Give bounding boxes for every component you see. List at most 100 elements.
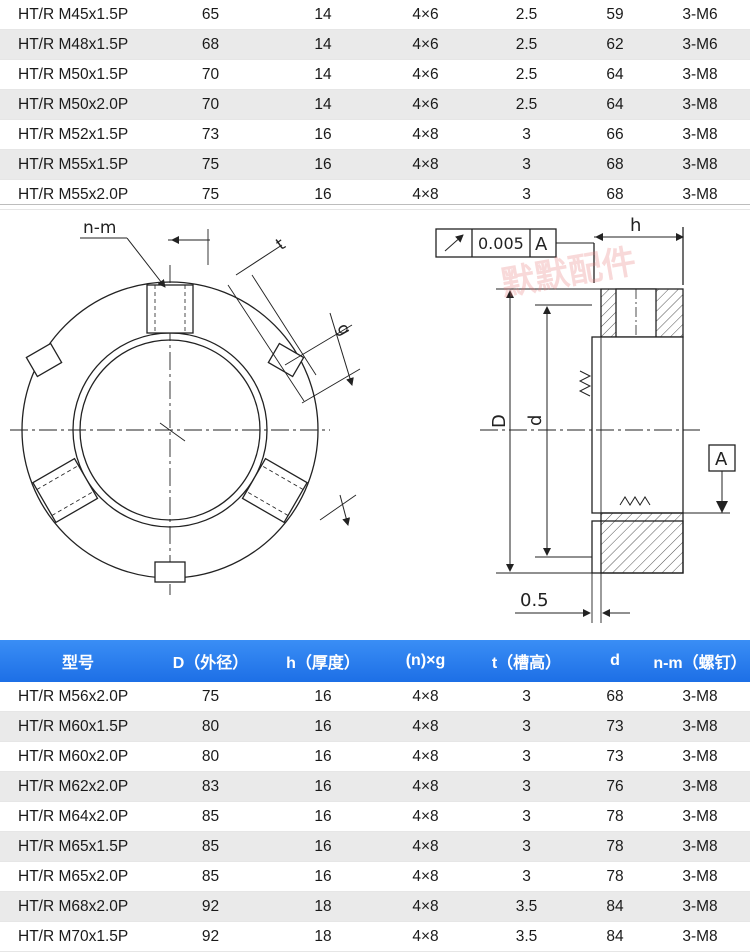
table-cell: 3 bbox=[522, 807, 531, 825]
table-cell: 4×8 bbox=[412, 897, 439, 915]
table-cell: 64 bbox=[606, 95, 624, 113]
table-cell: 2.5 bbox=[515, 35, 538, 53]
table-cell: 66 bbox=[606, 125, 624, 143]
table-cell: 2.5 bbox=[515, 95, 538, 113]
table-cell: 4×8 bbox=[412, 777, 439, 795]
table-cell: HT/R M55x1.5P bbox=[18, 155, 129, 173]
table-cell: 3 bbox=[522, 777, 531, 795]
table-cell: 14 bbox=[314, 5, 332, 23]
datum-A: A bbox=[715, 449, 728, 470]
table-cell: 68 bbox=[201, 35, 220, 53]
table-cell: HT/R M62x2.0P bbox=[18, 777, 129, 795]
table-cell: 3-M8 bbox=[682, 95, 718, 113]
table-cell: 4×8 bbox=[412, 807, 439, 825]
drawing-svg: n-m t g 0.005 A bbox=[10, 215, 736, 623]
technical-drawing: n-m t g 0.005 A bbox=[0, 205, 750, 640]
table-cell: 3-M8 bbox=[682, 65, 718, 83]
screw-hole-left bbox=[32, 457, 99, 524]
header-cell: n-m（螺钉） bbox=[653, 655, 747, 672]
screw-hole-right bbox=[241, 457, 308, 524]
table-cell: 3-M8 bbox=[682, 927, 718, 945]
table-cell: 84 bbox=[606, 927, 624, 945]
table-cell: 3 bbox=[522, 867, 531, 885]
header-cell: d bbox=[610, 652, 620, 669]
table-cell: 3-M8 bbox=[682, 777, 718, 795]
label-h: h bbox=[630, 215, 641, 236]
table-cell: 4×6 bbox=[412, 65, 439, 83]
table-cell: HT/R M68x2.0P bbox=[18, 897, 129, 915]
table-cell: 3-M8 bbox=[682, 897, 718, 915]
table-cell: 73 bbox=[201, 125, 220, 143]
table-cell: 4×8 bbox=[412, 185, 439, 203]
table-cell: 14 bbox=[314, 65, 332, 83]
table-cell: 3-M6 bbox=[682, 35, 718, 53]
table-cell: 84 bbox=[606, 897, 624, 915]
table-cell: 70 bbox=[201, 65, 220, 83]
table-cell: 85 bbox=[201, 807, 220, 825]
table-cell: 4×8 bbox=[412, 837, 439, 855]
table-cell: 2.5 bbox=[515, 65, 538, 83]
table-cell: 76 bbox=[606, 777, 624, 795]
table-cell: 68 bbox=[606, 687, 624, 705]
header-cell: t（槽高） bbox=[491, 655, 562, 672]
table-cell: 3 bbox=[522, 717, 531, 735]
table-cell: 16 bbox=[314, 777, 332, 795]
table-cell: 64 bbox=[606, 65, 624, 83]
table-cell: 3.5 bbox=[515, 927, 538, 945]
table-cell: 78 bbox=[606, 807, 624, 825]
front-view: n-m t g bbox=[10, 218, 361, 595]
table-cell: 4×8 bbox=[412, 155, 439, 173]
label-05: 0.5 bbox=[520, 590, 549, 611]
table-cell: 16 bbox=[314, 185, 332, 203]
table-cell: 73 bbox=[606, 747, 624, 765]
table-cell: HT/R M65x2.0P bbox=[18, 867, 129, 885]
table-cell: 65 bbox=[201, 5, 220, 23]
table-cell: 92 bbox=[201, 897, 220, 915]
table-cell: 92 bbox=[201, 927, 220, 945]
table-cell: 85 bbox=[201, 867, 220, 885]
table-cell: 3-M6 bbox=[682, 5, 718, 23]
table-cell: 73 bbox=[606, 717, 624, 735]
label-d: d bbox=[525, 415, 546, 426]
table-cell: 4×8 bbox=[412, 927, 439, 945]
table-cell: 18 bbox=[314, 927, 332, 945]
table-cell: 80 bbox=[201, 747, 220, 765]
table-cell: 3-M8 bbox=[682, 867, 718, 885]
table-cell: 3 bbox=[522, 687, 531, 705]
table-cell: 75 bbox=[201, 687, 220, 705]
table-cell: 3-M8 bbox=[682, 807, 718, 825]
side-view: 0.005 A h bbox=[435, 215, 736, 623]
screw-hole-top bbox=[146, 284, 194, 334]
table-cell: 80 bbox=[201, 717, 220, 735]
table-cell: HT/R M56x2.0P bbox=[18, 687, 129, 705]
table-cell: 68 bbox=[606, 185, 624, 203]
label-D: D bbox=[489, 414, 510, 428]
table-cell: 3.5 bbox=[515, 897, 538, 915]
table-cell: HT/R M64x2.0P bbox=[18, 807, 129, 825]
table-cell: 70 bbox=[201, 95, 220, 113]
table-cell: 4×8 bbox=[412, 125, 439, 143]
table-cell: HT/R M65x1.5P bbox=[18, 837, 129, 855]
table-cell: 4×8 bbox=[412, 717, 439, 735]
table-cell: 75 bbox=[201, 155, 220, 173]
table-cell: 85 bbox=[201, 837, 220, 855]
table-cell: 16 bbox=[314, 867, 332, 885]
table-cell: 16 bbox=[314, 837, 332, 855]
table-cell: HT/R M60x2.0P bbox=[18, 747, 129, 765]
table-cell: 3 bbox=[522, 747, 531, 765]
table-cell: 16 bbox=[314, 155, 332, 173]
table-cell: 3-M8 bbox=[682, 125, 718, 143]
table-cell: 3 bbox=[522, 837, 531, 855]
